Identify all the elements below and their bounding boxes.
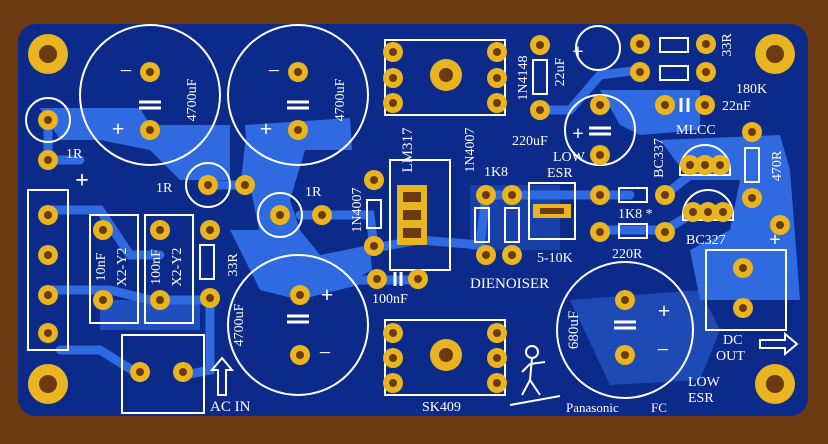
label-c4: 680uF xyxy=(566,311,582,349)
label-sk409: SK409 xyxy=(422,400,461,415)
label-lm317: LM317 xyxy=(400,127,416,173)
label-dcout2: OUT xyxy=(716,349,745,364)
label-r470: 470R xyxy=(770,150,785,181)
label-c100n: 100nF xyxy=(372,292,408,307)
label-c5: 22uF xyxy=(553,57,568,86)
label-r3: 1R xyxy=(305,185,322,200)
plus-out: + xyxy=(769,229,780,251)
label-acin: AC IN xyxy=(210,399,251,415)
label-r1k8a: 1K8 xyxy=(484,165,508,180)
label-low1: LOW xyxy=(553,150,586,165)
big-pads xyxy=(430,59,462,371)
plus-c6: + xyxy=(572,123,583,145)
label-dienoiser: DIENOISER xyxy=(470,276,549,292)
label-d3: 1N4007 xyxy=(463,127,478,172)
minus-c3: − xyxy=(319,340,331,365)
label-x2a: X2-Y2 xyxy=(115,248,130,287)
minus-c4: − xyxy=(657,337,669,362)
label-r220: 220R xyxy=(612,247,643,262)
label-r33a: 33R xyxy=(226,253,241,277)
label-pot: 5-10K xyxy=(537,251,573,266)
label-r33b: 33R xyxy=(720,33,735,57)
label-esr2: ESR xyxy=(688,391,714,406)
label-c3: 4700uF xyxy=(232,303,247,346)
silkscreen-outlines xyxy=(25,24,799,414)
label-r1: 1R xyxy=(66,147,83,162)
label-d2: 1N4007 xyxy=(350,187,365,232)
stick-figure-logo xyxy=(509,345,561,406)
label-x2b: X2-Y2 xyxy=(170,248,185,287)
silkscreen-labels: 4700uF 4700uF 4700uF 680uF 22uF 220uF LO… xyxy=(66,33,785,415)
label-c22n: 22nF xyxy=(722,99,751,114)
plus-c2: + xyxy=(260,116,273,141)
label-r180k: 180K xyxy=(736,82,767,97)
label-bc337: BC337 xyxy=(652,138,667,178)
label-bc327: BC327 xyxy=(686,233,726,248)
label-mlcc: MLCC xyxy=(676,123,716,138)
label-cx10n: 10nF xyxy=(94,252,109,281)
label-fc: FC xyxy=(651,400,667,415)
minus-c2: − xyxy=(268,58,280,83)
label-c6: 220uF xyxy=(512,134,548,149)
label-r2: 1R xyxy=(156,181,173,196)
plus-c5: + xyxy=(572,41,583,63)
minus-c1: − xyxy=(120,58,132,83)
plus-c1: + xyxy=(112,116,125,141)
label-low2: LOW xyxy=(688,375,721,390)
plus-c3: + xyxy=(321,282,334,307)
plus-c4: + xyxy=(658,298,671,323)
label-dcout1: DC xyxy=(723,333,742,348)
label-esr1: ESR xyxy=(547,166,573,181)
plus-input: + xyxy=(75,168,89,194)
label-d1: 1N4148 xyxy=(516,55,531,100)
label-panasonic: Panasonic xyxy=(566,400,619,415)
label-r1k8b: 1K8 * xyxy=(618,207,653,222)
label-c1: 4700uF xyxy=(185,78,200,121)
lm317-pads xyxy=(397,185,571,245)
label-c2: 4700uF xyxy=(333,78,348,121)
small-capacitors xyxy=(139,98,690,330)
label-cx100n: 100nF xyxy=(149,249,164,285)
